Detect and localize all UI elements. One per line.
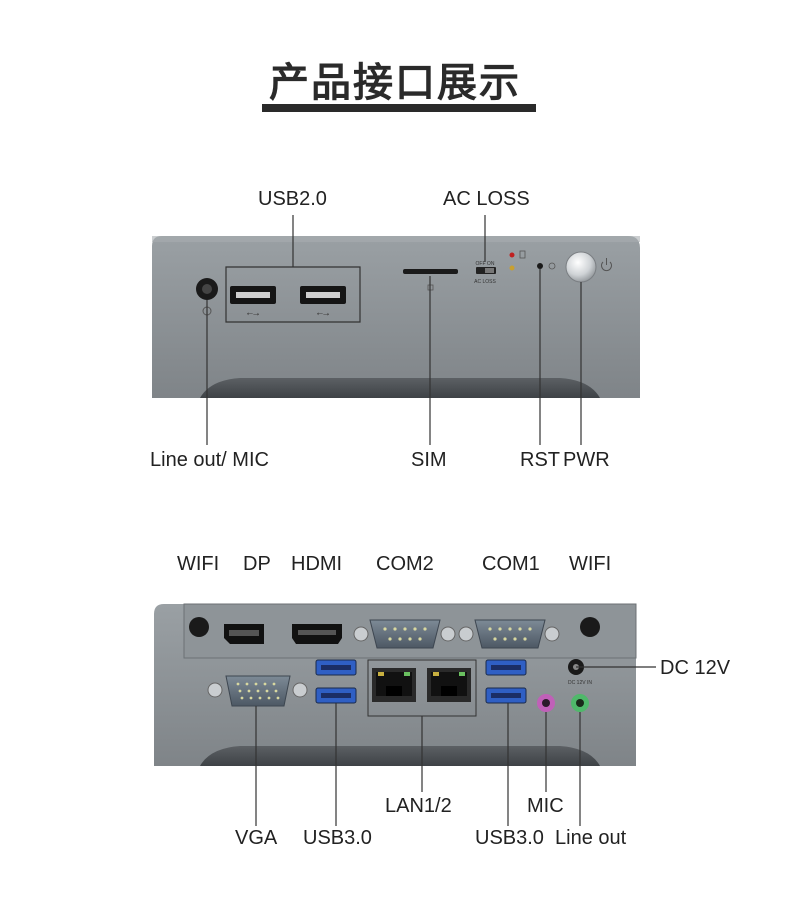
usb3-ports-right (485, 659, 527, 704)
usb2-ports: ⭠⭢ ⭠⭢ (230, 286, 346, 318)
title-underline (262, 104, 536, 112)
led-hdd (509, 265, 515, 271)
rear-foot (200, 746, 600, 766)
label-dp: DP (243, 553, 271, 575)
label-usb30-right: USB3.0 (475, 827, 544, 849)
rst-hole (537, 263, 543, 269)
mic-jack (537, 694, 555, 712)
label-wifi-right: WIFI (569, 553, 612, 575)
label-wifi-left: WIFI (177, 553, 220, 575)
rear-panel: DC 12V IN (154, 603, 656, 826)
label-com2: COM2 (376, 553, 434, 575)
svg-text:OFF ON: OFF ON (476, 261, 495, 267)
front-chassis (152, 236, 640, 398)
wifi-antenna-right (580, 617, 600, 637)
svg-text:DC 12V IN: DC 12V IN (568, 680, 592, 686)
label-mic: MIC (527, 795, 564, 817)
label-usb30-left: USB3.0 (303, 827, 372, 849)
vga-port (207, 675, 308, 707)
page-title: 产品接口展示 (269, 60, 521, 106)
svg-text:⭠⭢: ⭠⭢ (247, 309, 260, 318)
label-line-out-mic: Line out/ MIC (150, 449, 269, 471)
label-lan12: LAN1/2 (385, 795, 452, 817)
label-pwr: PWR (563, 449, 610, 471)
label-usb20: USB2.0 (258, 188, 327, 210)
power-button (565, 251, 597, 283)
ac-loss-switch: OFF ON AC LOSS (474, 261, 496, 285)
front-foot (200, 378, 600, 398)
label-hdmi: HDMI (291, 553, 343, 575)
lan1-port (372, 668, 416, 702)
label-com1: COM1 (482, 553, 540, 575)
label-rst: RST (520, 449, 560, 471)
front-panel: ⭠⭢ ⭠⭢ OFF ON AC LOSS (152, 215, 640, 445)
lan2-port (427, 668, 471, 702)
label-vga: VGA (235, 827, 278, 849)
led-power (509, 252, 515, 258)
com2-port (353, 619, 456, 649)
line-out-jack (571, 694, 589, 712)
svg-text:⭠⭢: ⭠⭢ (317, 309, 330, 318)
label-ac-loss: AC LOSS (443, 188, 530, 210)
dp-port (224, 624, 264, 644)
usb2-bracket (225, 266, 361, 323)
svg-text:AC LOSS: AC LOSS (474, 279, 496, 285)
label-sim: SIM (411, 449, 447, 471)
com1-port (458, 619, 560, 649)
audio-jack-front (196, 278, 218, 316)
wifi-antenna-left (189, 617, 209, 637)
label-dc12v: DC 12V (660, 657, 731, 679)
hdmi-port (292, 624, 342, 644)
label-line-out: Line out (555, 827, 627, 849)
sim-slot (403, 269, 458, 274)
power-icon (601, 258, 612, 271)
